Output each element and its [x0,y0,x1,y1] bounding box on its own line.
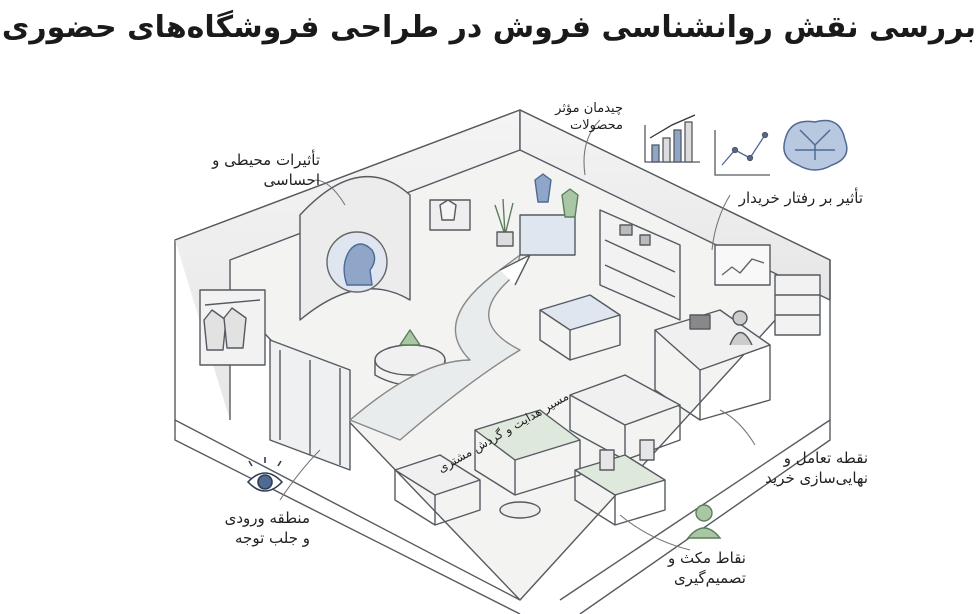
head-profile-icon [343,243,376,286]
entrance-label: منطقه ورودی و جلب توجه [225,508,310,548]
person-icon [686,504,722,539]
behavior-label-line1: تأثیر بر رفتار خریدار [738,189,863,207]
checkout-label-line1: نقطه تعامل و [783,449,868,467]
page-title: بررسی نقش روانشناسی فروش در طراحی فروشگا… [1,10,977,45]
brain-icon [783,119,848,171]
checkout-label-line2: نهایی‌سازی خرید [765,469,868,487]
bar-chart-icon [644,114,700,163]
environment-label: تأثیرات محیطی و احساسی [212,150,320,190]
line-chart-icon [714,130,770,176]
placement-label-line1: چیدمان مؤثر [555,101,623,116]
environment-label-line2: احساسی [263,171,320,189]
decision-label: نقاط مکث و تصمیم‌گیری [668,548,746,588]
decision-label-line2: تصمیم‌گیری [673,569,746,587]
decision-label-line1: نقاط مکث و [667,549,746,567]
eye-icon [246,457,284,492]
entrance-label-line1: منطقه ورودی [224,509,310,527]
entrance-label-line2: و جلب توجه [235,529,310,547]
placement-label: چیدمان مؤثر محصولات [555,100,623,134]
checkout-label: نقطه تعامل و نهایی‌سازی خرید [765,448,868,488]
placement-label-line2: محصولات [570,118,623,133]
environment-label-line1: تأثیرات محیطی و [212,151,320,169]
behavior-label: تأثیر بر رفتار خریدار [739,188,863,208]
